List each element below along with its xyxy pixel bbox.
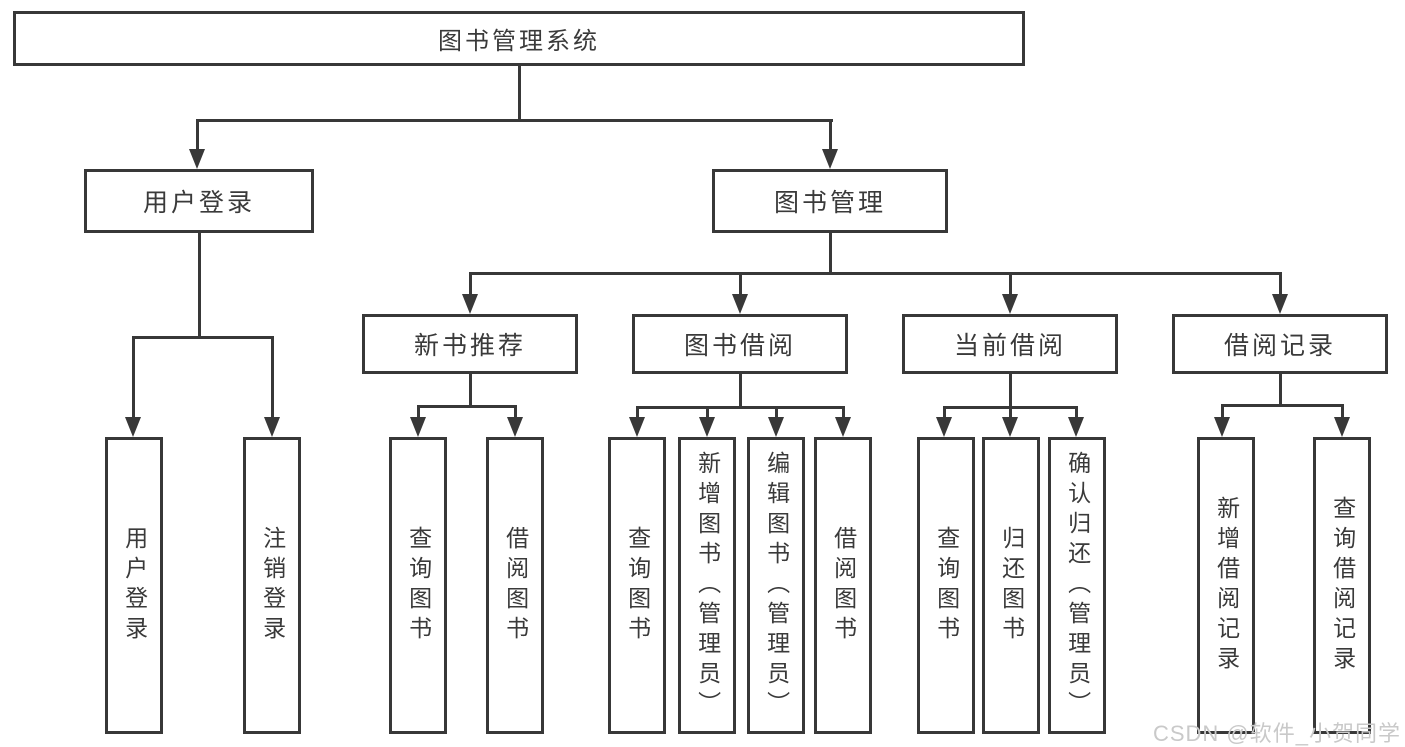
leaf-add-book-admin: 新增图书（管理员） xyxy=(678,437,736,734)
node-current-borrowing: 当前借阅 xyxy=(902,314,1118,374)
connector-stem xyxy=(1279,272,1282,295)
leaf-label: 借阅图书 xyxy=(502,525,529,646)
leaf-label: 查询借阅记录 xyxy=(1329,495,1356,676)
arrow-down-icon xyxy=(835,417,851,437)
arrow-down-icon xyxy=(699,417,715,437)
node-label: 图书管理系统 xyxy=(438,28,600,55)
connector-stem xyxy=(829,119,832,150)
connector-stem xyxy=(739,272,742,295)
leaf-borrow-books: 借阅图书 xyxy=(814,437,872,734)
leaf-edit-book-admin: 编辑图书（管理员） xyxy=(747,437,805,734)
leaf-logout: 注销登录 xyxy=(243,437,301,734)
arrow-down-icon xyxy=(410,417,426,437)
connector-stem xyxy=(1075,406,1078,418)
node-book-borrowing: 图书借阅 xyxy=(632,314,848,374)
leaf-label: 确认归还（管理员） xyxy=(1064,450,1091,721)
arrow-down-icon xyxy=(732,294,748,314)
leaf-query-books-current: 查询图书 xyxy=(917,437,975,734)
leaf-label: 用户登录 xyxy=(121,525,148,646)
connector-stem xyxy=(636,406,639,418)
node-borrowing-records: 借阅记录 xyxy=(1172,314,1388,374)
connector-book-management-stub xyxy=(829,233,832,273)
connector-records-stub xyxy=(1279,374,1282,405)
arrow-down-icon xyxy=(507,417,523,437)
leaf-label: 查询图书 xyxy=(405,525,432,646)
arrow-down-icon xyxy=(1214,417,1230,437)
leaf-borrow-books-recommendation: 借阅图书 xyxy=(486,437,544,734)
node-new-book-recommendation: 新书推荐 xyxy=(362,314,578,374)
connector-stem xyxy=(1221,404,1224,418)
leaf-user-login: 用户登录 xyxy=(105,437,163,734)
connector-root-stub xyxy=(518,66,521,120)
connector-stem xyxy=(1009,406,1012,418)
connector-level2-rail xyxy=(196,119,833,122)
leaf-label: 归还图书 xyxy=(998,525,1025,646)
arrow-down-icon xyxy=(629,417,645,437)
node-library-management-system: 图书管理系统 xyxy=(13,11,1025,66)
node-label: 图书借阅 xyxy=(683,332,796,360)
connector-stem xyxy=(132,336,135,418)
connector-recommendation-stub xyxy=(469,374,472,406)
connector-stem xyxy=(271,336,274,418)
arrow-down-icon xyxy=(1002,417,1018,437)
leaf-add-borrow-record: 新增借阅记录 xyxy=(1197,437,1255,734)
leaf-label: 注销登录 xyxy=(259,525,286,646)
leaf-label: 借阅图书 xyxy=(830,525,857,646)
connector-stem xyxy=(514,405,517,418)
connector-current-stub xyxy=(1009,374,1012,407)
arrow-down-icon xyxy=(1002,294,1018,314)
arrow-down-icon xyxy=(1334,417,1350,437)
connector-recommendation-rail xyxy=(417,405,517,408)
leaf-label: 查询图书 xyxy=(624,525,651,646)
node-label: 借阅记录 xyxy=(1223,332,1336,360)
arrow-down-icon xyxy=(125,417,141,437)
leaf-label: 新增图书（管理员） xyxy=(694,450,721,721)
arrow-down-icon xyxy=(189,149,205,169)
leaf-label: 新增借阅记录 xyxy=(1213,495,1240,676)
leaf-return-books: 归还图书 xyxy=(982,437,1040,734)
leaf-query-books-recommendation: 查询图书 xyxy=(389,437,447,734)
connector-stem xyxy=(775,406,778,418)
arrow-down-icon xyxy=(1272,294,1288,314)
arrow-down-icon xyxy=(822,149,838,169)
leaf-label: 编辑图书（管理员） xyxy=(763,450,790,721)
connector-records-rail xyxy=(1221,404,1344,407)
leaf-query-borrow-record: 查询借阅记录 xyxy=(1313,437,1371,734)
connector-borrowing-rail xyxy=(636,406,845,409)
connector-stem xyxy=(417,405,420,418)
arrow-down-icon xyxy=(768,417,784,437)
connector-stem xyxy=(1009,272,1012,295)
node-book-management: 图书管理 xyxy=(712,169,948,233)
connector-stem xyxy=(469,272,472,295)
node-label: 图书管理 xyxy=(773,189,886,217)
connector-stem xyxy=(1341,404,1344,418)
arrow-down-icon xyxy=(1068,417,1084,437)
connector-stem xyxy=(842,406,845,418)
connector-stem xyxy=(943,406,946,418)
leaf-label: 查询图书 xyxy=(933,525,960,646)
connector-user-login-rail xyxy=(132,336,274,339)
connector-stem xyxy=(706,406,709,418)
node-user-login: 用户登录 xyxy=(84,169,314,233)
arrow-down-icon xyxy=(936,417,952,437)
node-label: 当前借阅 xyxy=(953,332,1066,360)
connector-borrowing-stub xyxy=(739,374,742,407)
arrow-down-icon xyxy=(462,294,478,314)
arrow-down-icon xyxy=(264,417,280,437)
connector-stem xyxy=(196,119,199,150)
node-label: 用户登录 xyxy=(142,189,255,217)
leaf-query-books-borrowing: 查询图书 xyxy=(608,437,666,734)
leaf-confirm-return-admin: 确认归还（管理员） xyxy=(1048,437,1106,734)
csdn-watermark: CSDN @软件_小贺同学 xyxy=(1152,721,1401,746)
connector-user-login-stub xyxy=(198,233,201,337)
connector-level3-rail xyxy=(469,272,1282,275)
node-label: 新书推荐 xyxy=(413,332,526,360)
